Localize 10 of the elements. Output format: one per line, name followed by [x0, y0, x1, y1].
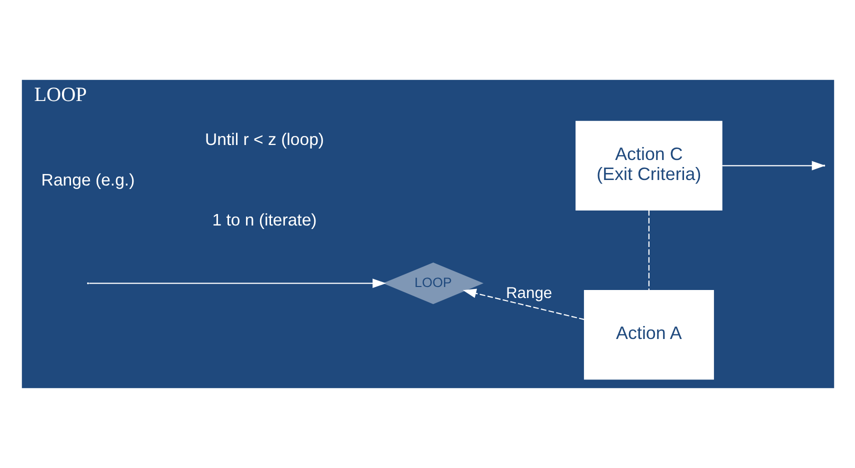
label: Until r < z (loop) — [204, 130, 324, 149]
edge-label: Range — [505, 285, 552, 302]
node-diamond: LOOP — [382, 262, 483, 304]
node-box: Action A — [583, 290, 714, 380]
label: 1 to n (iterate) — [212, 210, 316, 230]
node-box: Action C (Exit Criteria) — [575, 120, 722, 210]
connector — [648, 210, 650, 291]
arrow — [88, 278, 386, 288]
label: Range (e.g.) — [40, 170, 134, 190]
arrow — [462, 288, 584, 320]
